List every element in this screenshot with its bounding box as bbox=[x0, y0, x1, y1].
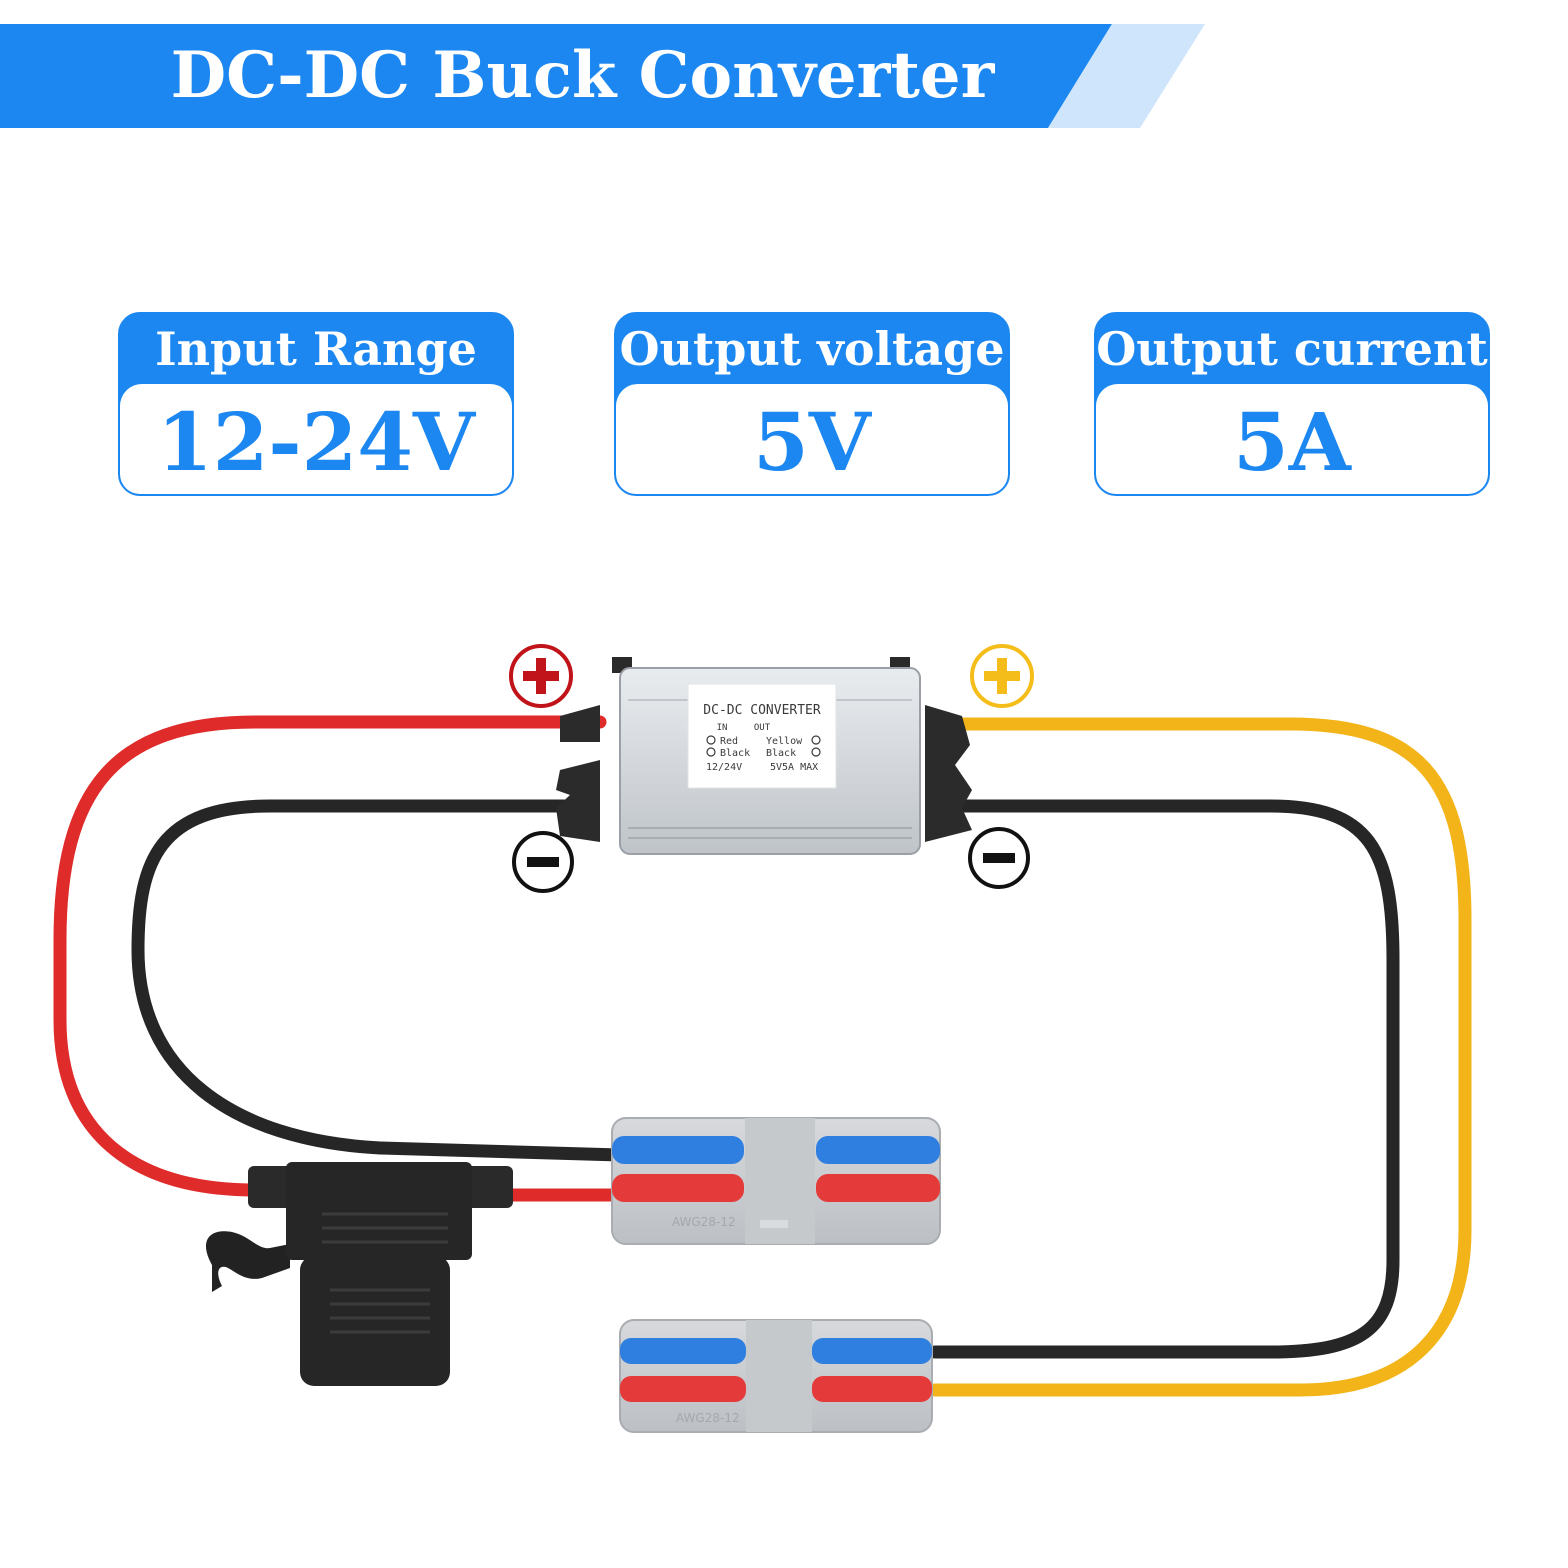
spec-card-output-current: Output current 5A bbox=[1094, 312, 1490, 496]
converter-title: DC-DC CONVERTER bbox=[703, 703, 821, 718]
minus-icon bbox=[512, 831, 574, 893]
black-output-wire bbox=[928, 799, 1400, 1359]
plus-icon bbox=[970, 644, 1034, 708]
label-red: Red bbox=[720, 736, 738, 747]
label-in-rating: 12/24V bbox=[706, 762, 742, 773]
minus-icon bbox=[706, 747, 716, 757]
spec-value-box: 5A bbox=[1096, 384, 1488, 494]
plus-icon bbox=[706, 735, 716, 745]
minus-icon bbox=[811, 747, 821, 757]
plus-icon bbox=[811, 735, 821, 745]
label-out: OUT bbox=[754, 723, 771, 733]
spec-label: Output current bbox=[1096, 322, 1488, 376]
spec-card-output-voltage: Output voltage 5V bbox=[614, 312, 1010, 496]
page-title: DC-DC Buck Converter bbox=[170, 38, 995, 113]
spec-label: Input Range bbox=[155, 322, 477, 376]
connector-marking: AWG28-12 bbox=[676, 1411, 740, 1425]
label-in: IN bbox=[717, 723, 728, 733]
yellow-output-wire bbox=[928, 717, 1472, 1397]
converter-module bbox=[556, 657, 972, 855]
black-input-wire bbox=[131, 799, 627, 1162]
spec-value-box: 12-24V bbox=[120, 384, 512, 494]
label-black-out: Black bbox=[766, 748, 796, 759]
connector-marking: AWG28-12 bbox=[672, 1215, 736, 1229]
title-banner bbox=[0, 24, 1210, 128]
spec-value: 5A bbox=[1233, 395, 1351, 489]
red-input-wire bbox=[53, 715, 607, 1197]
spec-card-input-range: Input Range 12-24V bbox=[118, 312, 514, 496]
label-out-rating: 5V5A MAX bbox=[770, 762, 818, 773]
minus-icon bbox=[968, 827, 1030, 889]
spec-value-box: 5V bbox=[616, 384, 1008, 494]
plus-icon bbox=[509, 644, 573, 708]
lever-connector-bottom: AWG28-12 bbox=[619, 1319, 933, 1433]
spec-value: 12-24V bbox=[157, 395, 475, 489]
spec-value: 5V bbox=[753, 395, 871, 489]
converter-label: DC-DC CONVERTER IN OUT Red Yellow Black … bbox=[703, 703, 821, 773]
fuse-holder bbox=[205, 1162, 513, 1386]
banner-background bbox=[0, 24, 1205, 128]
label-black-in: Black bbox=[720, 748, 750, 759]
spec-label: Output voltage bbox=[619, 322, 1005, 376]
label-yellow: Yellow bbox=[766, 736, 803, 747]
lever-connector-top: AWG28-12 bbox=[611, 1117, 941, 1245]
